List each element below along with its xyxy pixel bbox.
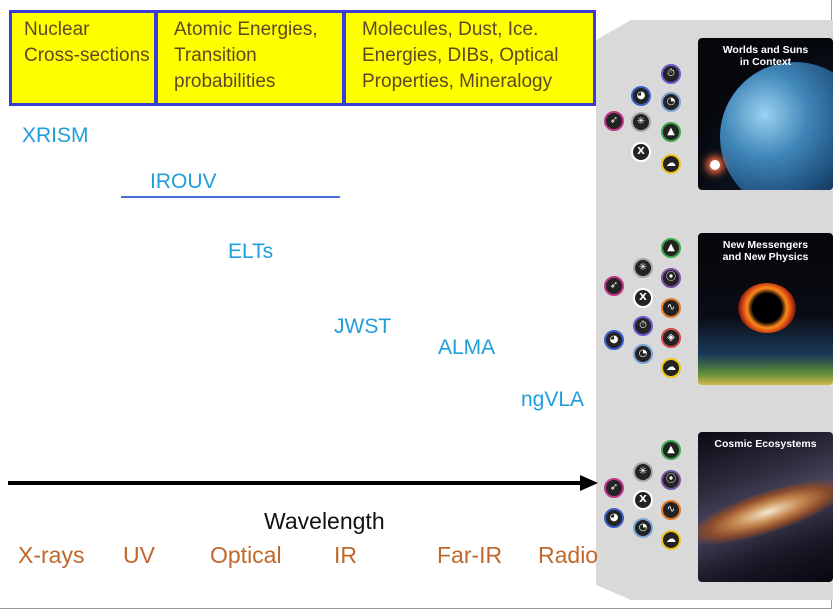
satellite-dish-icon: ◔	[661, 92, 681, 112]
band-uv: UV	[123, 542, 155, 568]
x-ray-icon: X	[631, 142, 651, 162]
cloud-icon: ☁	[661, 358, 681, 378]
header-line: Energies, DIBs, Optical	[362, 45, 559, 66]
header-box-molecules: Molecules, Dust, Ice. Energies, DIBs, Op…	[343, 10, 596, 106]
header-line: probabilities	[174, 71, 276, 92]
facility-ngvla: ngVLA	[521, 388, 585, 411]
header-line: Atomic Energies,	[174, 19, 318, 40]
facility-xrism: XRISM	[22, 124, 89, 147]
mountain-icon: ▲	[661, 122, 681, 142]
header-line: Properties, Mineralogy	[362, 71, 553, 92]
irouv-range-line	[121, 196, 340, 198]
facility-irouv: IROUV	[150, 170, 217, 193]
mountain-icon: ▲	[661, 238, 681, 258]
satellite-dish-icon: ◔	[633, 344, 653, 364]
globe-icon: ◕	[631, 86, 651, 106]
axis-label: Wavelength	[264, 508, 385, 534]
exoplanet-image	[720, 62, 833, 190]
cloud-icon: ☁	[661, 154, 681, 174]
header-box-nuclear: Nuclear Cross-sections	[9, 10, 157, 106]
rocket-icon: ➶	[604, 478, 624, 498]
facility-alma: ALMA	[438, 336, 496, 359]
facility-jwst: JWST	[334, 315, 392, 338]
globe-icon: ◕	[604, 508, 624, 528]
x-ray-icon: X	[633, 288, 653, 308]
galaxy-image	[698, 468, 833, 556]
header-line: Nuclear	[24, 19, 90, 40]
panel-title-line: and New Physics	[722, 251, 809, 263]
star-icon	[710, 160, 720, 170]
globe-icon: ◕	[604, 330, 624, 350]
panel-title-line: Worlds and Suns	[722, 44, 809, 56]
cloud-icon: ☁	[661, 530, 681, 550]
snowflake-icon: ✳	[633, 462, 653, 482]
band-radio: Radio	[538, 542, 599, 568]
antenna-icon: ⦿	[661, 470, 681, 490]
panel-cosmic-ecosystems: Cosmic Ecosystems	[698, 432, 833, 582]
snowflake-icon: ✳	[633, 258, 653, 278]
band-xrays: X-rays	[18, 542, 85, 568]
waves-icon: ∿	[661, 500, 681, 520]
cube-icon: ◈	[661, 328, 681, 348]
header-box-atomic: Atomic Energies, Transition probabilitie…	[155, 10, 345, 106]
band-far-ir: Far-IR	[437, 542, 503, 568]
black-hole-image	[738, 283, 796, 333]
band-ir: IR	[334, 542, 357, 568]
panel-title-line: Cosmic Ecosystems	[714, 438, 817, 450]
rocket-icon: ➶	[604, 276, 624, 296]
header-line: Molecules, Dust, Ice.	[362, 19, 539, 40]
panel-worlds-and-suns: Worlds and Suns in Context	[698, 38, 833, 190]
band-optical: Optical	[210, 542, 282, 568]
header-line: Transition	[174, 45, 257, 66]
snowflake-icon: ✳	[631, 112, 651, 132]
antenna-icon: ⦿	[661, 268, 681, 288]
facility-elts: ELTs	[228, 240, 274, 263]
satellite-dish-icon: ◔	[633, 518, 653, 538]
panel-new-messengers: New Messengers and New Physics	[698, 233, 833, 385]
clock-icon: ⏱	[633, 316, 653, 336]
x-ray-icon: X	[633, 490, 653, 510]
clock-icon: ⏱	[661, 64, 681, 84]
mountain-icon: ▲	[661, 440, 681, 460]
rocket-icon: ➶	[604, 111, 624, 131]
wavelength-arrow	[8, 475, 598, 491]
waves-icon: ∿	[661, 298, 681, 318]
header-line: Cross-sections	[24, 45, 150, 66]
panel-title-line: New Messengers	[722, 239, 809, 251]
panel-title-line: in Context	[739, 56, 792, 68]
